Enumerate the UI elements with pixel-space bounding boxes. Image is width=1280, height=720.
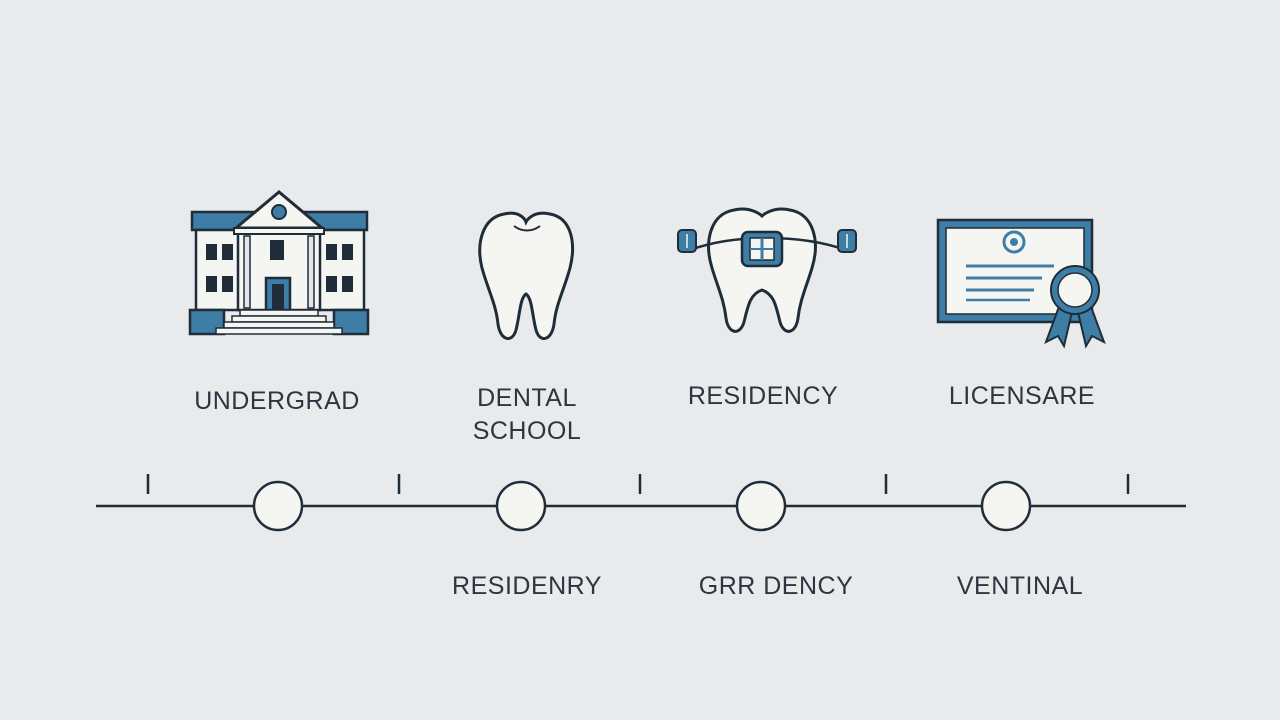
tooth-icon xyxy=(478,211,574,340)
stage-label-undergrad: UNDERGRAD xyxy=(194,387,360,415)
sub-label-ventinal: VENTINAL xyxy=(956,572,1084,600)
stage-label-line: SCHOOL xyxy=(472,417,582,445)
timeline-milestone-node xyxy=(252,480,304,532)
timeline-milestone-node xyxy=(735,480,787,532)
stage-label-residency: RESIDENCY xyxy=(687,382,839,410)
stage-label-licensare: LICENSARE xyxy=(948,382,1096,410)
university-building-icon xyxy=(188,190,370,336)
stage-label-line: DENTAL xyxy=(477,384,577,412)
tooth-with-braces-icon xyxy=(677,207,857,333)
sub-label-grr-dency: GRR DENCY xyxy=(698,572,854,600)
timeline-milestone-node xyxy=(495,480,547,532)
stage-label-dental-school: DENTAL SCHOOL xyxy=(473,382,582,448)
timeline-milestone-node xyxy=(980,480,1032,532)
sub-label-residenry: RESIDENRY xyxy=(452,572,602,600)
certificate-ribbon-icon xyxy=(936,218,1106,349)
